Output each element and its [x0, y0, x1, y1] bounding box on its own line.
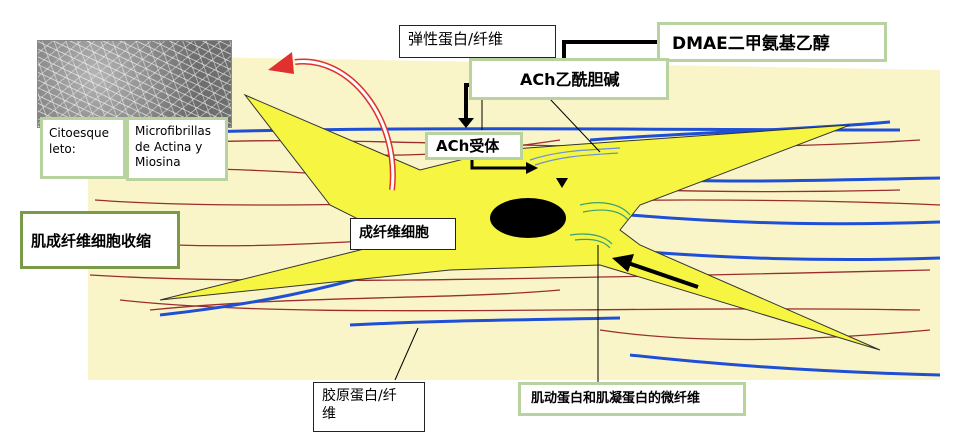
label-microfibrils: Microfibrillas de Actina y Miosina	[126, 117, 228, 181]
label-dmae: DMAE二甲氨基乙醇	[657, 22, 887, 62]
label-myofibroblast-contraction: 肌成纤维细胞收缩	[20, 211, 180, 269]
cytoskeleton-photo	[37, 40, 232, 128]
label-fibroblast: 成纤维细胞	[350, 218, 456, 250]
label-cytoskeleton: Citoesque leto:	[40, 117, 126, 179]
label-actin-myosin-microfibers: 肌动蛋白和肌凝蛋白的微纤维	[518, 382, 746, 416]
label-collagen: 胶原蛋白/纤 维	[313, 382, 425, 432]
label-ach-receptor: ACh受体	[425, 132, 523, 160]
leader-lines	[394, 57, 601, 382]
nucleus	[490, 198, 566, 238]
cell-microfibrils	[529, 147, 631, 249]
label-elastic-fiber: 弹性蛋白/纤维	[399, 25, 556, 58]
label-ach: ACh乙酰胆碱	[469, 58, 669, 100]
receptor-marker	[556, 178, 568, 188]
contraction-arrow	[612, 254, 699, 289]
rotation-arrow	[268, 52, 396, 191]
